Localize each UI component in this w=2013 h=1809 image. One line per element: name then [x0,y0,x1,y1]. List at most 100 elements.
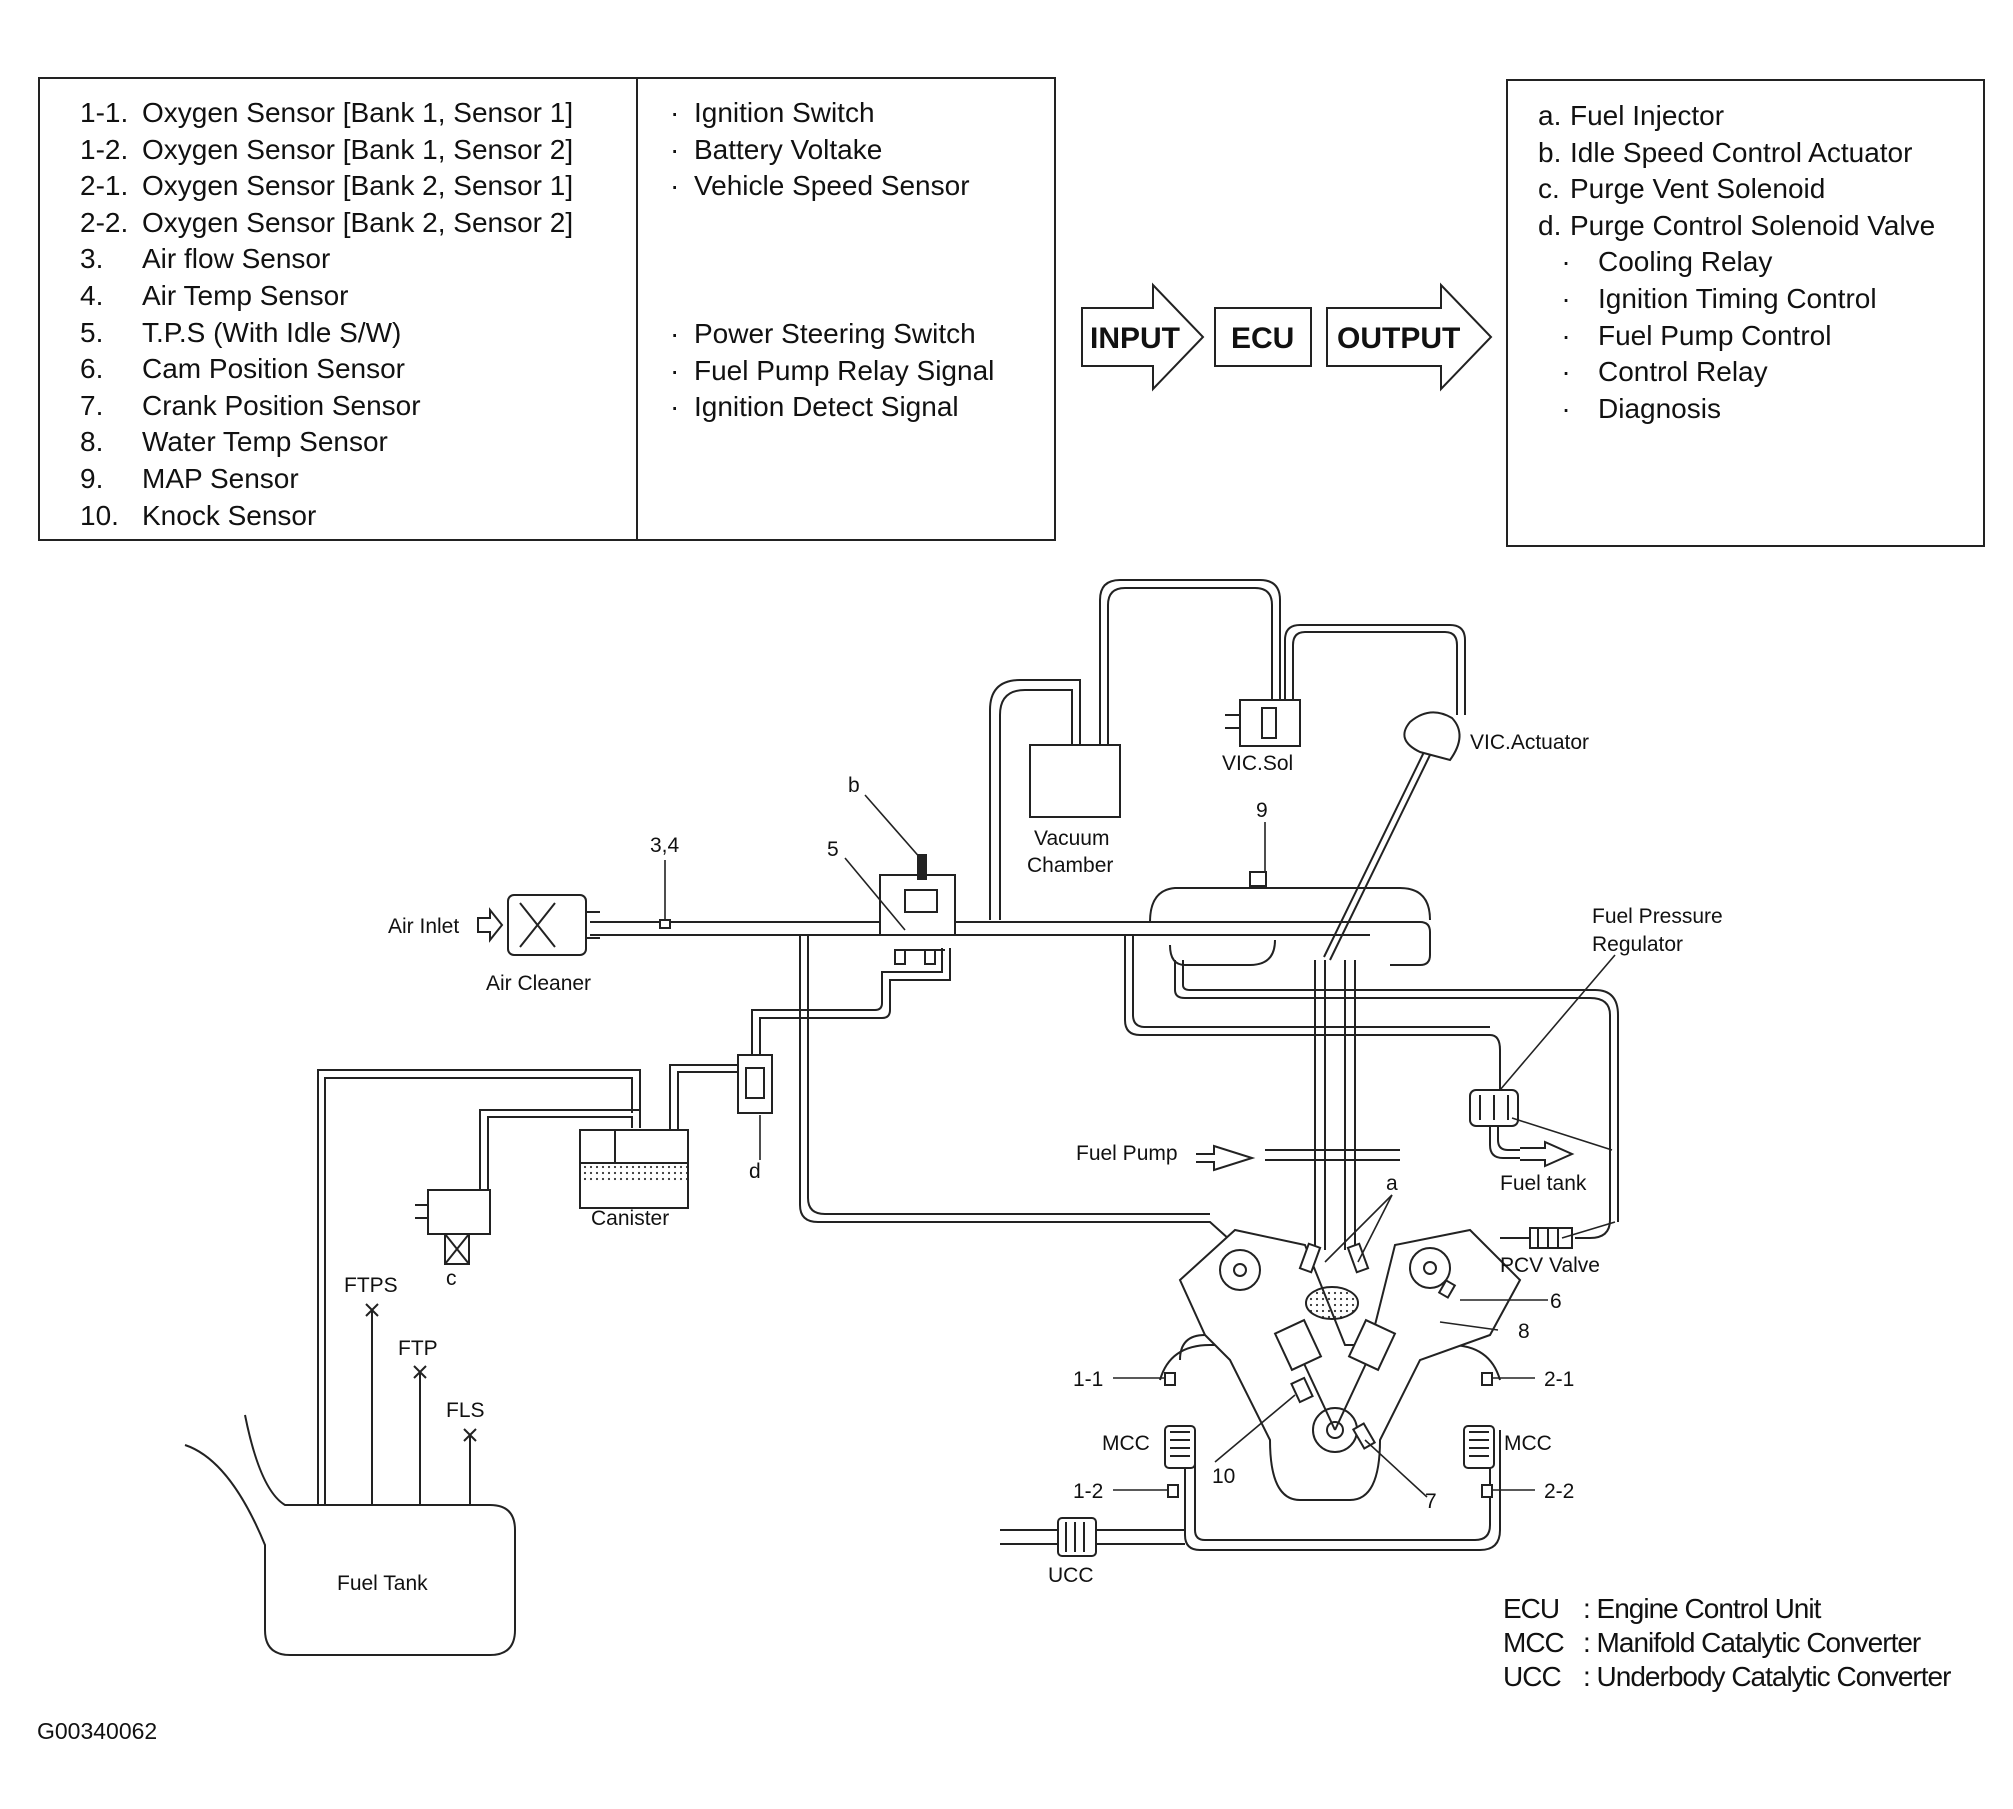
fuel-tank [184,1414,516,1656]
fuel-supply-line [1265,1149,1400,1161]
pcv-valve [1500,1227,1573,1249]
list-item: 8.Water Temp Sensor [80,426,388,458]
fpr-label-1: Fuel Pressure [1592,905,1723,928]
air-cleaner-label: Air Cleaner [486,972,591,995]
list-item: b.Idle Speed Control Actuator [1538,136,1913,168]
air-inlet-label: Air Inlet [388,915,459,938]
output-label: OUTPUT [1337,322,1460,355]
fuel-injectors [1298,1242,1370,1274]
list-item: ·Ignition Switch [670,97,875,128]
input-signals-top: ·Ignition Switch ·Battery Voltake ·Vehic… [664,95,970,205]
list-item: ·Ignition Timing Control [1538,282,1877,314]
purge-control-solenoid [737,1054,773,1114]
fuel-tank-label: Fuel Tank [337,1572,428,1595]
vic-solenoid [1225,699,1301,747]
ucc [1057,1517,1097,1557]
output-box [1506,79,1985,547]
label-9: 9 [1256,799,1268,822]
ftp-sensor [413,1365,427,1379]
figure-code: G00340062 [37,1718,158,1744]
output-list: a.Fuel Injector b.Idle Speed Control Act… [1538,98,1935,427]
list-item: 2-2.Oxygen Sensor [Bank 2, Sensor 2] [80,206,574,238]
ecu-label: ECU [1231,322,1294,355]
label-d: d [749,1160,761,1183]
fpr-label-2: Regulator [1592,933,1683,956]
hoses [317,579,1619,1551]
label-7: 7 [1425,1490,1437,1513]
mcc-left-label: MCC [1102,1432,1150,1455]
pcv-valve-label: PCV Valve [1500,1254,1600,1277]
label-c: c [446,1267,457,1290]
list-item: ·Cooling Relay [1538,246,1773,278]
air-cleaner [507,894,600,956]
ftp-label: FTP [398,1337,438,1360]
fuel-pressure-regulator [1469,1089,1519,1127]
list-item: ·Vehicle Speed Sensor [670,170,970,202]
list-item: c.Purge Vent Solenoid [1538,173,1826,205]
fuel-pump-arrow [1196,1144,1256,1172]
list-item: ·Control Relay [1538,356,1768,388]
list-item: ·Battery Voltake [670,133,883,165]
fls-sensor [463,1428,477,1442]
airflow-sensor [659,919,671,929]
list-item: 4.Air Temp Sensor [80,279,349,311]
engine-block [1178,1228,1522,1501]
list-item: 6.Cam Position Sensor [80,353,406,385]
leader-lines [451,794,1616,1498]
canister [579,1129,689,1209]
vacuum-label-1: Vacuum [1034,827,1109,850]
list-item: a.Fuel Injector [1538,100,1725,131]
fls-label: FLS [446,1399,485,1422]
vacuum-label-2: Chamber [1027,854,1113,877]
list-item: 3.Air flow Sensor [80,243,331,275]
input-sensor-list: 1-1.Oxygen Sensor [Bank 1, Sensor 1] 1-2… [80,95,573,534]
map-sensor [1249,871,1267,887]
list-item: d.Purge Control Solenoid Valve [1538,209,1936,241]
label-a: a [1386,1172,1398,1195]
vic-actuator [1403,711,1461,762]
flow-arrows [1081,282,1493,392]
fuel-pump-label: Fuel Pump [1076,1142,1178,1165]
label-10: 10 [1212,1465,1235,1488]
ftps-sensor [365,1303,379,1317]
label-2-2: 2-2 [1544,1480,1574,1503]
list-item: 1-2.Oxygen Sensor [Bank 1, Sensor 2] [80,133,574,165]
list-item: 10.Knock Sensor [80,499,317,531]
list-item: ·Ignition Detect Signal [670,391,959,423]
list-item: 9.MAP Sensor [80,462,299,494]
input-label: INPUT [1090,322,1180,355]
fuel-tank-return-label: Fuel tank [1500,1172,1587,1195]
canister-label: Canister [591,1207,669,1230]
list-item: 1-1.Oxygen Sensor [Bank 1, Sensor 1] [80,97,574,128]
input-arrow [1081,282,1205,392]
tank-sensors [365,1303,477,1442]
list-item: ·Power Steering Switch [670,318,976,349]
legend-row: MCC: Manifold Catalytic Converter [1503,1627,1921,1658]
input-divider [636,77,638,541]
label-5: 5 [827,838,839,861]
mcc-right-label: MCC [1504,1432,1552,1455]
legend-row: ECU: Engine Control Unit [1503,1593,1821,1624]
vacuum-chamber [1029,744,1121,818]
label-6: 6 [1550,1290,1562,1313]
list-item: ·Diagnosis [1538,392,1721,424]
air-inlet-arrow [477,907,504,943]
abbreviation-legend: ECU: Engine Control Unit MCC: Manifold C… [1503,1592,1951,1694]
list-item: 7.Crank Position Sensor [80,389,421,421]
ftps-label: FTPS [344,1274,398,1297]
ucc-label: UCC [1048,1564,1094,1587]
legend-row: UCC: Underbody Catalytic Converter [1503,1661,1951,1692]
label-1-1: 1-1 [1073,1368,1103,1391]
label-8: 8 [1518,1320,1530,1343]
purge-vent-solenoid [415,1189,491,1265]
label-1-2: 1-2 [1073,1480,1103,1503]
throttle-body [879,854,956,965]
fuel-tank-return-arrow [1520,1140,1575,1168]
list-item: 2-1.Oxygen Sensor [Bank 2, Sensor 1] [80,170,574,202]
list-item: ·Fuel Pump Control [1538,319,1832,351]
ecu-box [1214,307,1312,367]
input-sensors-box [38,77,1056,541]
list-item: 5.T.P.S (With Idle S/W) [80,316,402,348]
catalytic-converters [1057,1425,1495,1557]
